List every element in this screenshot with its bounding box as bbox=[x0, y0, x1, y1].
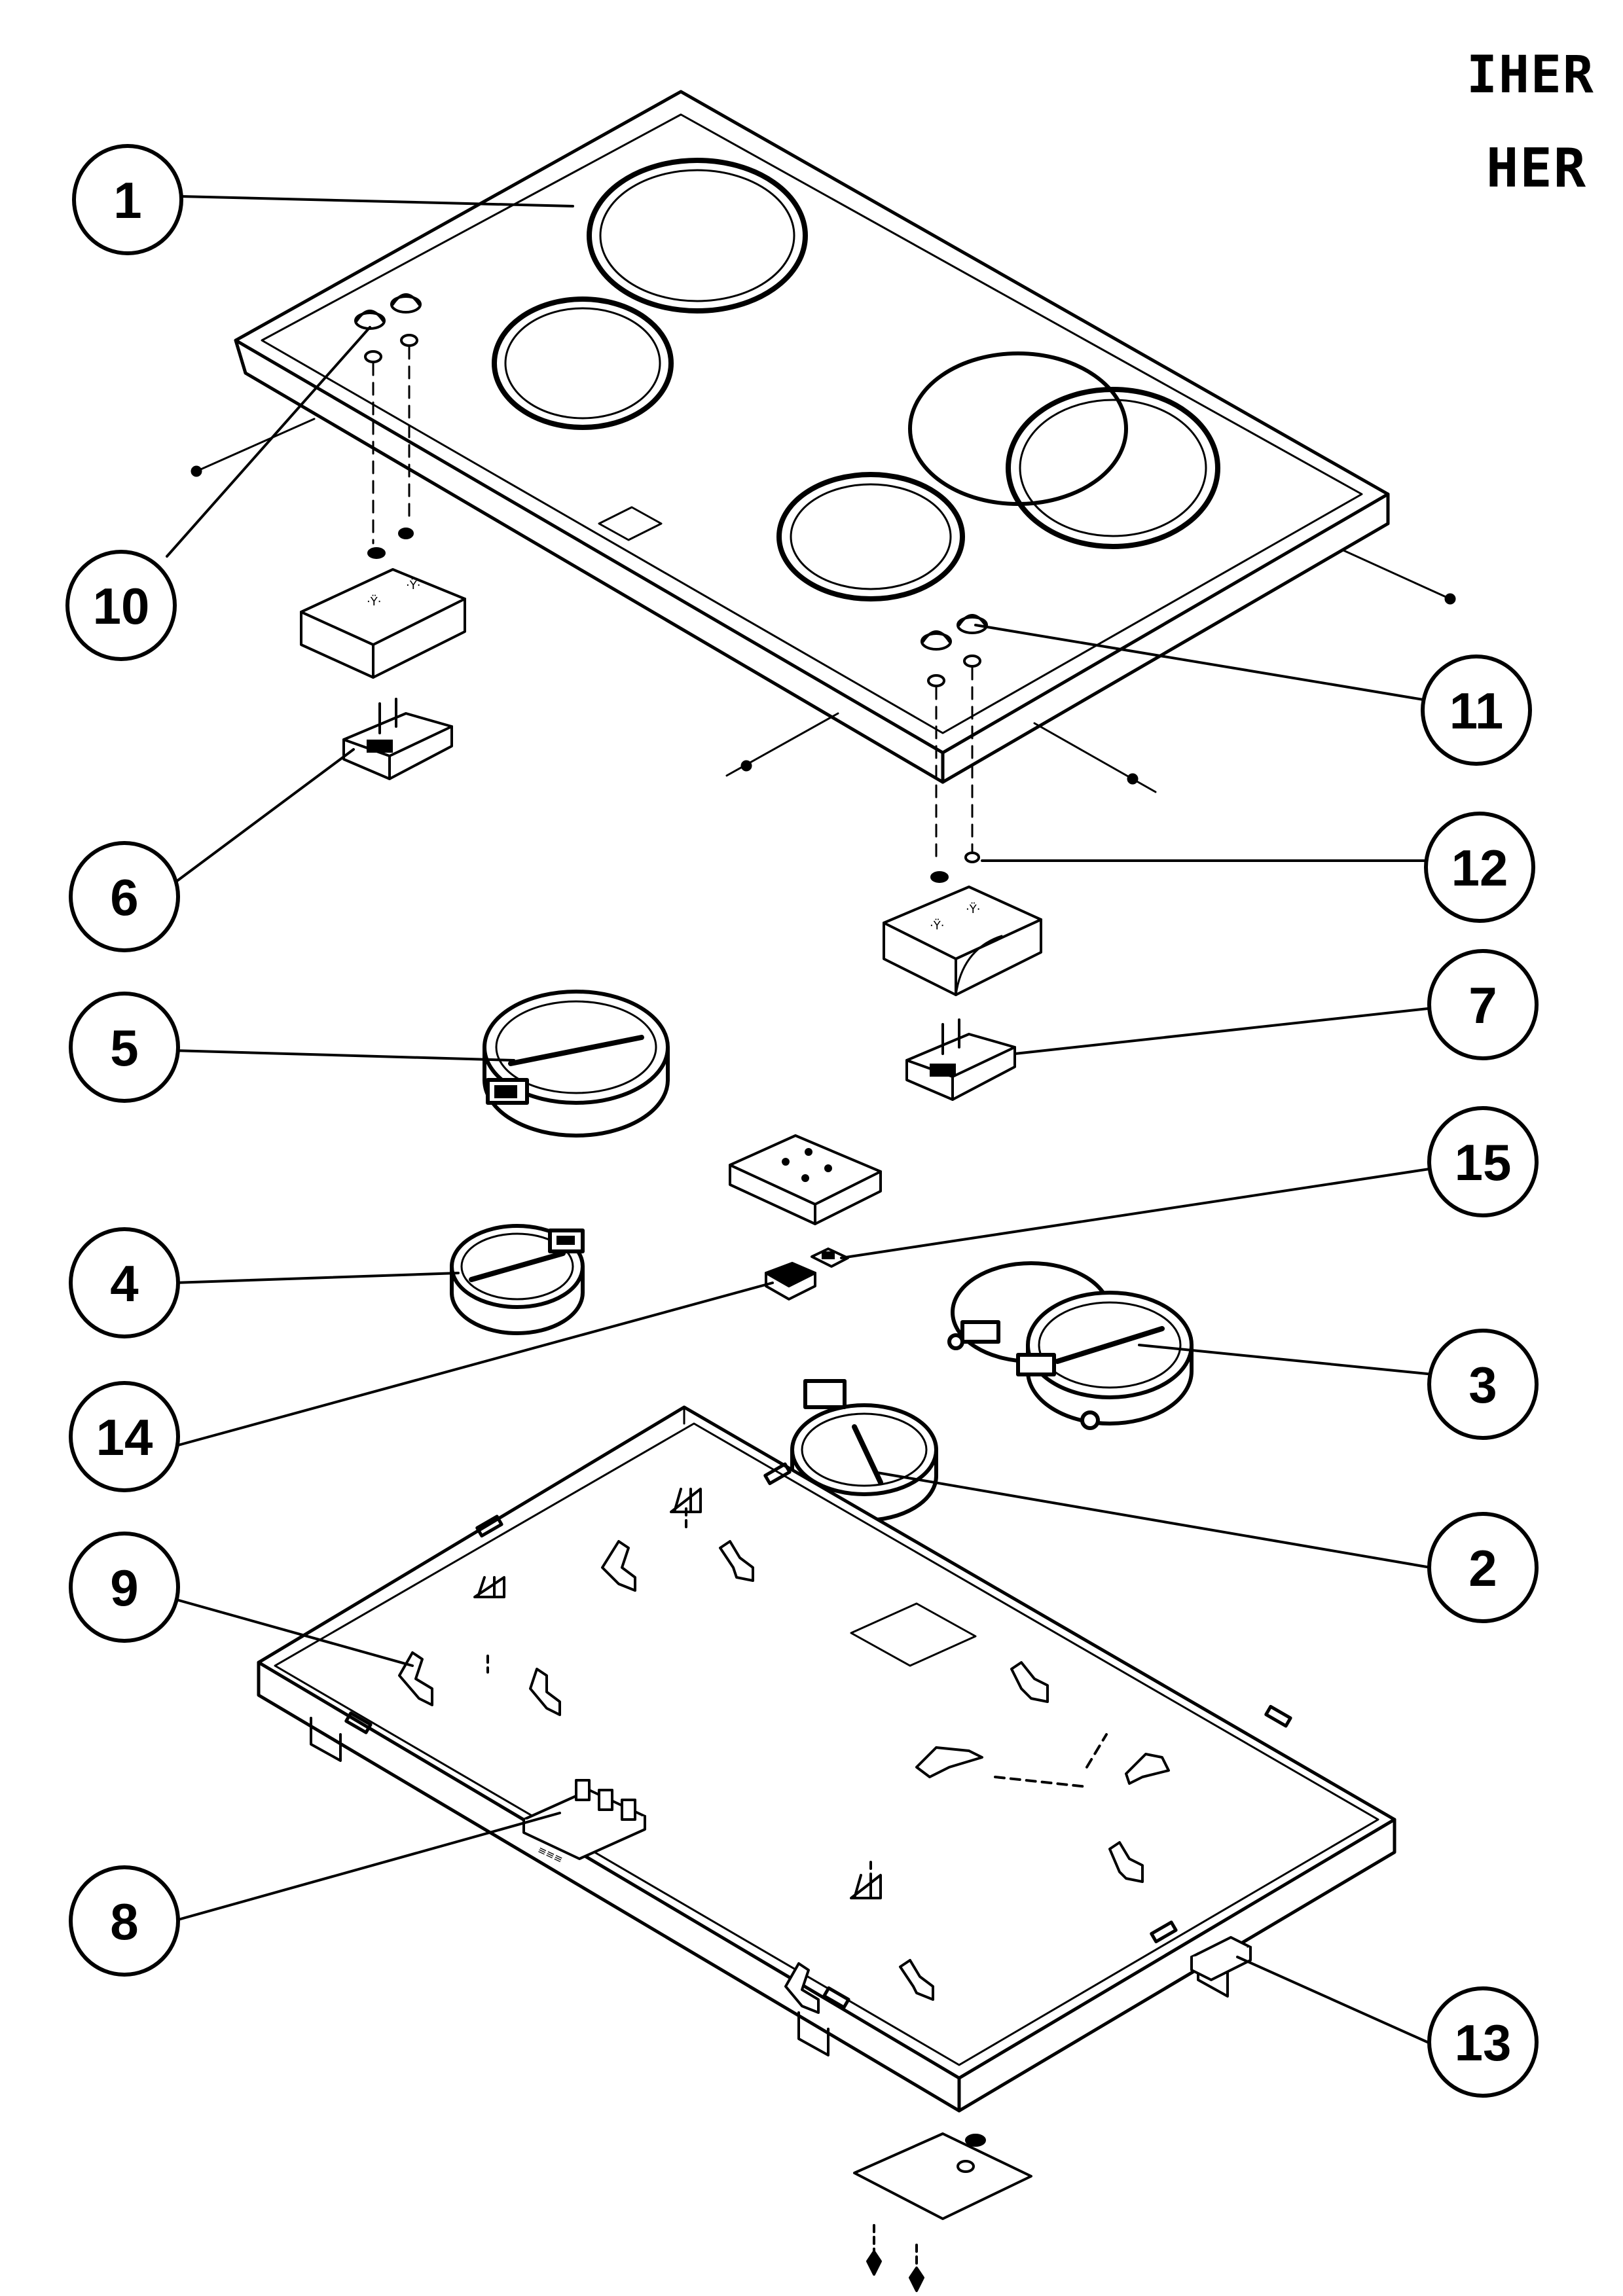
glass-ceramic-top bbox=[191, 90, 1456, 793]
radiant-element-large bbox=[483, 990, 670, 1138]
svg-text:12: 12 bbox=[1451, 839, 1508, 897]
switch-right bbox=[905, 1018, 1016, 1101]
callout-3: 3 bbox=[1427, 1329, 1539, 1440]
callout-7: 7 bbox=[1427, 949, 1539, 1060]
callout-6: 6 bbox=[69, 841, 180, 952]
callout-2: 2 bbox=[1427, 1512, 1539, 1623]
svg-text:8: 8 bbox=[110, 1893, 138, 1950]
svg-text:11: 11 bbox=[1450, 682, 1503, 740]
leader-lines bbox=[166, 195, 1435, 2043]
element-support-spring bbox=[398, 1488, 1170, 2014]
callout-9: 9 bbox=[69, 1532, 180, 1643]
svg-text:15: 15 bbox=[1455, 1134, 1512, 1191]
svg-text:7: 7 bbox=[1468, 977, 1497, 1034]
svg-text:4: 4 bbox=[110, 1255, 138, 1312]
callout-12: 12 bbox=[1424, 812, 1535, 923]
knob-left bbox=[354, 293, 422, 545]
callout-15: 15 bbox=[1427, 1106, 1539, 1217]
model-code-line2: HER bbox=[1486, 137, 1588, 200]
radiant-element-small bbox=[450, 1224, 585, 1335]
callout-4: 4 bbox=[69, 1227, 180, 1338]
callout-5: 5 bbox=[69, 992, 180, 1103]
callout-13: 13 bbox=[1427, 1986, 1539, 2098]
terminal-block: ≡≡≡ bbox=[522, 1779, 646, 1866]
svg-text:·Ÿ·: ·Ÿ· bbox=[367, 595, 381, 609]
svg-text:13: 13 bbox=[1455, 2014, 1512, 2072]
svg-text:6: 6 bbox=[110, 869, 138, 926]
svg-text:5: 5 bbox=[110, 1019, 138, 1077]
base-pan bbox=[257, 1405, 1396, 2113]
knob-right bbox=[921, 614, 988, 865]
switch-left bbox=[342, 698, 453, 780]
indicator-lamp bbox=[765, 1262, 816, 1300]
svg-text:1: 1 bbox=[113, 171, 141, 229]
callout-8: 8 bbox=[69, 1865, 180, 1977]
svg-text:14: 14 bbox=[96, 1408, 153, 1466]
model-code-line1: IHER bbox=[1467, 46, 1595, 105]
svg-text:9: 9 bbox=[110, 1559, 138, 1617]
switch-housing-right: ·Ÿ· ·Ÿ· bbox=[883, 852, 1042, 996]
callout-10: 10 bbox=[65, 550, 177, 661]
svg-text:·Ÿ·: ·Ÿ· bbox=[406, 579, 420, 592]
callout-bubbles: 1 10 11 6 12 5 bbox=[65, 144, 1539, 2098]
svg-text:·Ÿ·: ·Ÿ· bbox=[966, 903, 980, 916]
radiant-element-dual-oval bbox=[947, 1261, 1194, 1430]
junction-box bbox=[729, 1134, 882, 1225]
svg-text:·Ÿ·: ·Ÿ· bbox=[930, 919, 944, 933]
svg-text:10: 10 bbox=[93, 577, 150, 635]
callout-1: 1 bbox=[72, 144, 183, 255]
mounting-bracket bbox=[1190, 1936, 1252, 1981]
svg-text:2: 2 bbox=[1468, 1539, 1497, 1597]
switch-housing-left: ·Ÿ· ·Ÿ· bbox=[300, 528, 466, 679]
callout-14: 14 bbox=[69, 1381, 180, 1492]
svg-text:3: 3 bbox=[1468, 1356, 1497, 1414]
callout-11: 11 bbox=[1421, 655, 1532, 766]
bottom-cover-plate bbox=[853, 2132, 1032, 2292]
